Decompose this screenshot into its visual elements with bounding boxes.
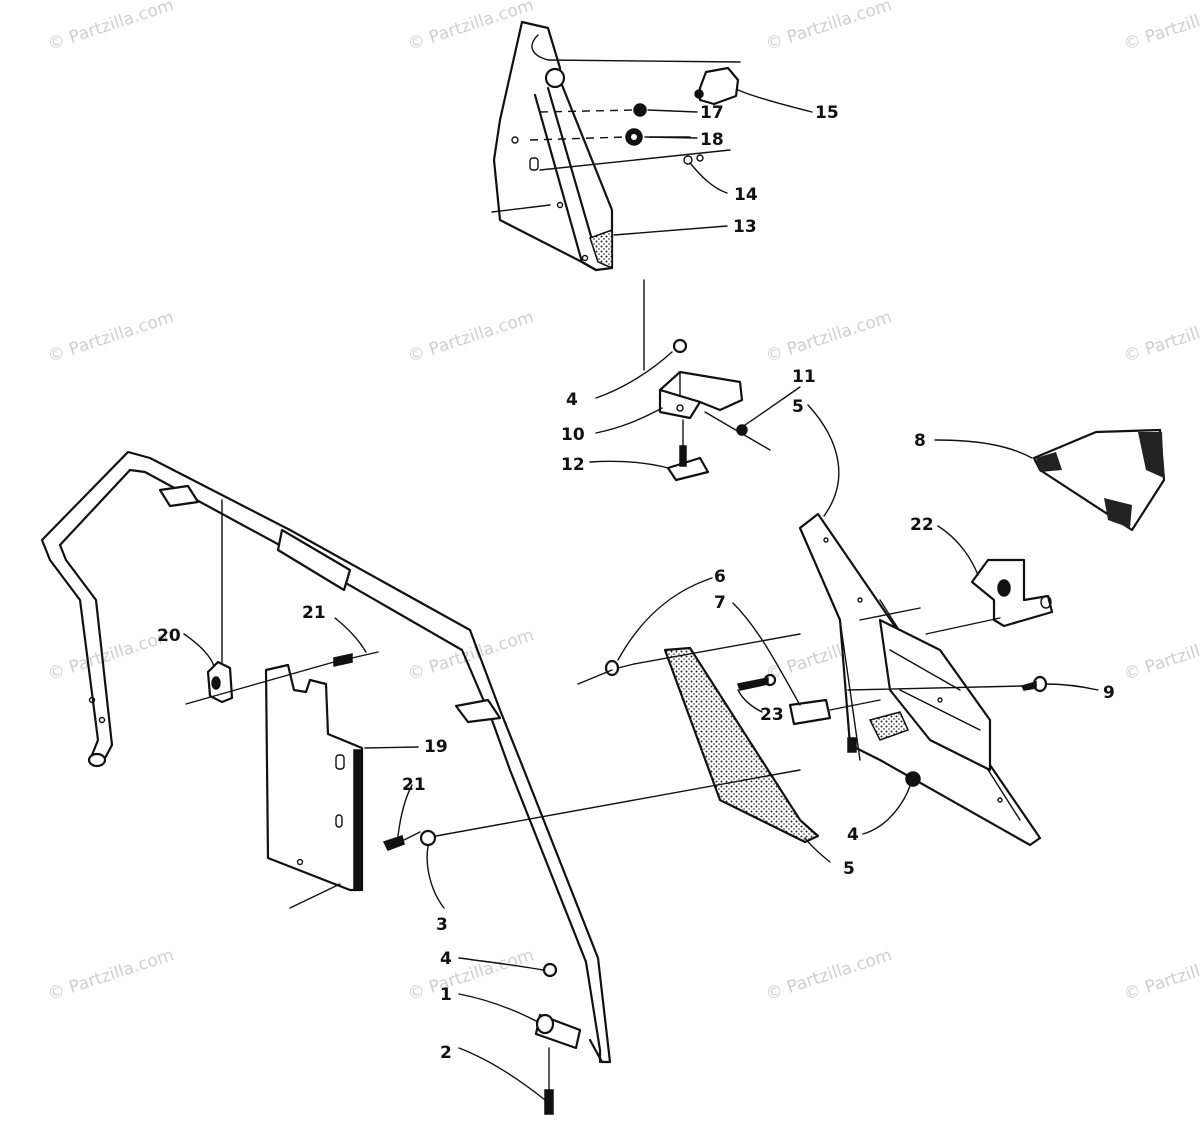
watermark: © Partzilla.com <box>45 307 176 367</box>
part-20-block <box>206 499 234 704</box>
part-13-bolt <box>666 419 710 482</box>
part-8-block <box>788 698 832 726</box>
part-4-nut-top <box>672 338 688 354</box>
part-10-rivet <box>1020 675 1048 693</box>
part-6-panel <box>798 512 1042 847</box>
part-11-bracket <box>658 370 744 420</box>
watermark: © Partzilla.com <box>763 945 894 1005</box>
callout-12: 11 <box>792 367 816 387</box>
part-3-nut <box>419 829 437 847</box>
callout-17: 17 <box>700 103 724 123</box>
callout-11: 10 <box>561 425 585 445</box>
part-5-shield <box>663 646 820 844</box>
watermark: © Partzilla.com <box>45 945 176 1005</box>
callout-22: 22 <box>910 515 934 535</box>
watermark: © Partzilla.com <box>405 945 536 1005</box>
watermark: © Partzilla.com <box>45 0 176 55</box>
callout-4-top: 4 <box>566 390 578 410</box>
right-assembly-lines <box>435 607 1023 837</box>
callout-20: 20 <box>157 626 181 646</box>
callout-6: 5 <box>792 397 804 417</box>
callout-13: 12 <box>561 455 585 475</box>
callout-1: 1 <box>440 985 452 1005</box>
part-15-pin <box>683 154 704 165</box>
part-12-pin <box>704 411 771 451</box>
callout-18: 18 <box>700 130 724 150</box>
watermark: © Partzilla.com <box>763 307 894 367</box>
callout-8: 7 <box>714 593 726 613</box>
part-19-plate <box>264 663 364 892</box>
watermark: © Partzilla.com <box>1121 307 1200 367</box>
watermark: © Partzilla.com <box>405 307 536 367</box>
part-9-cover <box>1032 428 1166 532</box>
part-21-screw-bottom <box>289 831 421 909</box>
callout-16: 15 <box>815 103 839 123</box>
leader-lines <box>183 89 1099 1101</box>
callout-4-bottom: 4 <box>440 949 452 969</box>
part-22-bracket <box>970 558 1054 628</box>
part-16-knob <box>694 66 740 106</box>
callout-15: 14 <box>734 185 758 205</box>
watermark: © Partzilla.com <box>1121 945 1200 1005</box>
part-21-screw-top <box>185 651 379 705</box>
part-23-screw <box>737 673 777 691</box>
part-14-bracket-plate <box>492 20 614 272</box>
callout-14: 13 <box>733 217 757 237</box>
part-2-bolt <box>544 1047 554 1115</box>
watermark: © Partzilla.com <box>1121 625 1200 685</box>
part-18-washer <box>625 128 643 146</box>
callout-2: 2 <box>440 1043 452 1063</box>
callout-21-bottom: 21 <box>402 775 426 795</box>
part-4-nut-bottom <box>542 962 558 978</box>
bumper-tube-frame <box>40 450 612 1064</box>
callout-19: 19 <box>424 737 448 757</box>
callout-9: 8 <box>914 431 926 451</box>
part-4-nut-right <box>905 771 921 787</box>
callout-21-top: 21 <box>302 603 326 623</box>
callout-4-right: 4 <box>847 825 859 845</box>
watermark: © Partzilla.com <box>1121 0 1200 55</box>
watermark-layer: © Partzilla.com © Partzilla.com © Partzi… <box>45 0 1200 1005</box>
callout-7: 6 <box>714 567 726 587</box>
watermark: © Partzilla.com <box>763 0 894 55</box>
callout-3: 3 <box>436 915 448 935</box>
callout-23: 23 <box>760 705 784 725</box>
part-7-rivet <box>604 659 635 677</box>
callout-5: 5 <box>843 859 855 879</box>
part-17-nut <box>633 103 647 117</box>
callout-labels: 15 17 18 14 13 4 10 12 11 5 8 22 6 7 9 2… <box>157 103 1115 1063</box>
callout-10: 9 <box>1103 683 1115 703</box>
